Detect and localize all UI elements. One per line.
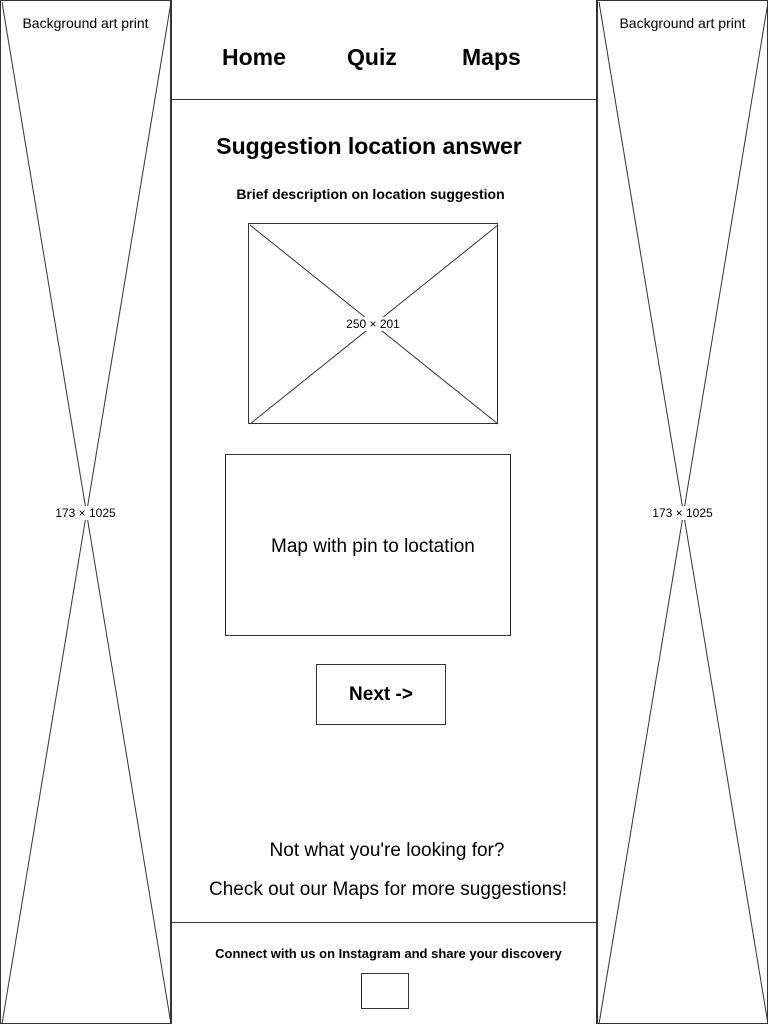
- footer-instagram-text: Connect with us on Instagram and share y…: [215, 946, 562, 961]
- cta-question: Not what you're looking for?: [269, 840, 505, 861]
- left-background-art-placeholder: Background art print 173 × 1025: [0, 0, 172, 1025]
- instagram-icon[interactable]: [361, 973, 409, 1009]
- map-label: Map with pin to loctation: [271, 536, 475, 557]
- maps-suggestion-link[interactable]: Check out our Maps for more suggestions!: [208, 879, 567, 900]
- top-navigation: Home Quiz Maps: [172, 0, 596, 100]
- main-column: Home Quiz Maps Suggestion location answe…: [171, 0, 597, 1024]
- image-dimensions: 250 × 201: [345, 317, 401, 331]
- footer: Connect with us on Instagram and share y…: [172, 922, 596, 1025]
- left-panel-dimensions: 173 × 1025: [54, 506, 117, 520]
- location-description: Brief description on location suggestion: [236, 186, 505, 202]
- location-image-placeholder: 250 × 201: [248, 223, 499, 425]
- left-panel-title: Background art print: [22, 15, 149, 31]
- nav-home-link[interactable]: Home: [222, 44, 286, 70]
- right-panel-title: Background art print: [619, 15, 746, 31]
- page-title: Suggestion location answer: [216, 133, 522, 159]
- location-map[interactable]: Map with pin to loctation: [225, 454, 511, 636]
- nav-quiz-link[interactable]: Quiz: [347, 44, 397, 70]
- nav-maps-link[interactable]: Maps: [462, 44, 521, 70]
- next-button[interactable]: Next ->: [316, 664, 446, 725]
- right-background-art-placeholder: Background art print 173 × 1025: [597, 0, 768, 1025]
- right-panel-dimensions: 173 × 1025: [651, 506, 714, 520]
